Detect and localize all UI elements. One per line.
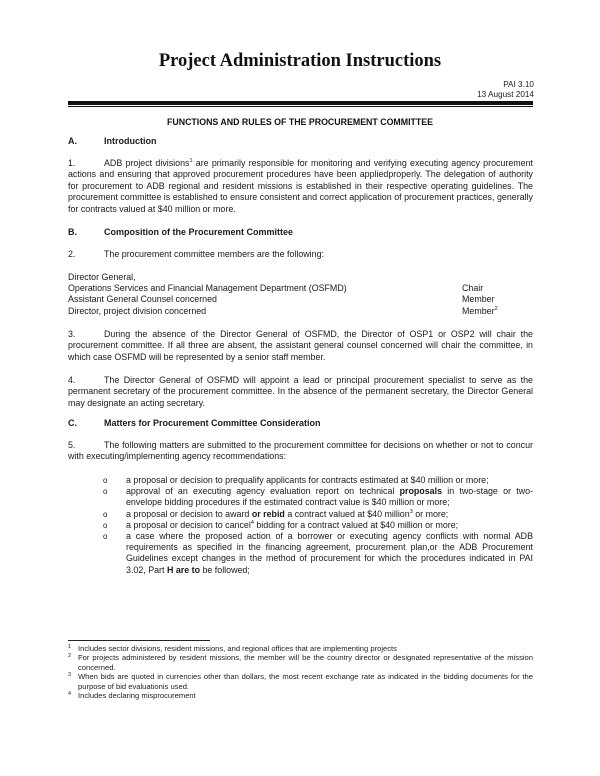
footnote-ref[interactable]: 2 bbox=[494, 305, 498, 312]
members-list: Director General, Operations Services an… bbox=[68, 272, 533, 317]
footnote-text: Includes declaring misprocurement bbox=[78, 691, 196, 701]
footnote-number: 3 bbox=[68, 672, 72, 679]
list-item-text: a proposal or decision to award or rebid… bbox=[126, 508, 449, 519]
section-c-letter: C. bbox=[68, 418, 77, 428]
paragraph-number: 1. bbox=[68, 158, 76, 168]
section-heading: FUNCTIONS AND RULES OF THE PROCUREMENT C… bbox=[166, 117, 434, 127]
list-item-text: a proposal or decision to prequalify app… bbox=[126, 475, 489, 485]
paragraph-number: 5. bbox=[68, 440, 76, 450]
footnote: 1 Includes sector divisions, resident mi… bbox=[68, 644, 533, 653]
member-name: Operations Services and Financial Manage… bbox=[68, 283, 347, 294]
footnote-number: 1 bbox=[68, 644, 72, 650]
footnote-ref[interactable]: 4 bbox=[250, 519, 254, 526]
bullet-circle-icon: o bbox=[103, 476, 108, 485]
list-item: o a proposal or decision to award or reb… bbox=[103, 509, 533, 520]
footnotes: 1 Includes sector divisions, resident mi… bbox=[68, 644, 533, 700]
list-item-text: a proposal or decision to cancel4 biddin… bbox=[126, 519, 459, 530]
paragraph-text: The procurement committee members are th… bbox=[104, 249, 324, 259]
footnote-number: 2 bbox=[68, 653, 72, 660]
footnote: 3 When bids are quoted in currencies oth… bbox=[68, 672, 533, 691]
section-b-heading: B. Composition of the Procurement Commit… bbox=[68, 227, 533, 238]
paragraph-text: are primarily responsible for monitoring… bbox=[68, 158, 533, 214]
bullet-circle-icon: o bbox=[103, 532, 108, 542]
member-role: Member bbox=[462, 294, 495, 305]
header-rule bbox=[68, 101, 533, 107]
footnote-text: For projects administered by resident mi… bbox=[78, 653, 533, 672]
section-c-title: Matters for Procurement Committee Consid… bbox=[104, 418, 321, 428]
member-name: Director, project division concerned bbox=[68, 305, 207, 316]
paragraph-1: 1. ADB project divisions1 are primarily r… bbox=[68, 158, 533, 215]
bullet-circle-icon: o bbox=[103, 487, 108, 497]
section-a-heading: A. Introduction bbox=[68, 136, 533, 147]
list-item-text: a case where the proposed action of a bo… bbox=[126, 531, 533, 575]
bullet-circle-icon: o bbox=[103, 520, 108, 530]
member-name: Assistant General Counsel concerned bbox=[68, 294, 217, 305]
document-meta: PAI 3.10 13 August 2014 bbox=[477, 80, 534, 100]
paragraph-text: During the absence of the Director Gener… bbox=[68, 329, 533, 362]
doc-code: PAI 3.10 bbox=[503, 80, 534, 89]
member-row: Director General, bbox=[68, 272, 533, 283]
paragraph-4: 4.The Director General of OSFMD will app… bbox=[68, 375, 533, 409]
doc-date: 13 August 2014 bbox=[477, 90, 534, 99]
paragraph-number: 2. bbox=[68, 249, 76, 259]
member-row: Director, project division concerned Mem… bbox=[68, 306, 533, 317]
paragraph-number: 4. bbox=[68, 375, 76, 385]
section-b: B. Composition of the Procurement Commit… bbox=[68, 227, 533, 238]
footnote: 2 For projects administered by resident … bbox=[68, 653, 533, 672]
paragraph-number: 3. bbox=[68, 329, 76, 339]
list-item: o a proposal or decision to prequalify a… bbox=[103, 475, 533, 486]
list-item: o approval of an executing agency evalua… bbox=[103, 486, 533, 508]
member-row: Assistant General Counsel concerned Memb… bbox=[68, 294, 533, 305]
list-item: o a proposal or decision to cancel4 bidd… bbox=[103, 520, 533, 531]
paragraph-text: The following matters are submitted to t… bbox=[68, 440, 533, 462]
section-c: C. Matters for Procurement Committee Con… bbox=[68, 418, 533, 429]
document-title: Project Administration Instructions bbox=[158, 51, 442, 71]
matters-list: o a proposal or decision to prequalify a… bbox=[103, 475, 533, 576]
list-item: o a case where the proposed action of a … bbox=[103, 531, 533, 576]
member-name: Director General, bbox=[68, 272, 136, 282]
section-a-letter: A. bbox=[68, 136, 77, 146]
footnote-ref[interactable]: 3 bbox=[409, 508, 413, 515]
footnote-text: When bids are quoted in currencies other… bbox=[78, 672, 533, 691]
section-b-letter: B. bbox=[68, 227, 77, 237]
footnote-number: 4 bbox=[68, 691, 72, 698]
paragraph-3: 3.During the absence of the Director Gen… bbox=[68, 329, 533, 363]
paragraph-5: 5.The following matters are submitted to… bbox=[68, 440, 533, 463]
section-b-title: Composition of the Procurement Committee bbox=[104, 227, 294, 237]
paragraph-text: The Director General of OSFMD will appoi… bbox=[68, 375, 533, 408]
member-row: Operations Services and Financial Manage… bbox=[68, 283, 533, 294]
member-role-text: Member bbox=[462, 305, 495, 316]
member-role: Member2 bbox=[462, 306, 533, 317]
footnote: 4 Includes declaring misprocurement bbox=[68, 691, 533, 700]
section-a-title: Introduction bbox=[104, 136, 157, 146]
footnote-text: Includes sector divisions, resident miss… bbox=[78, 644, 397, 653]
paragraph-2: 2. The procurement committee members are … bbox=[68, 249, 533, 260]
member-role bbox=[462, 272, 533, 283]
list-item-text: approval of an executing agency evaluati… bbox=[126, 486, 533, 508]
section-a: A. Introduction bbox=[68, 136, 533, 147]
footnote-separator bbox=[68, 640, 210, 641]
footnote-ref[interactable]: 1 bbox=[189, 158, 193, 165]
section-c-heading: C. Matters for Procurement Committee Con… bbox=[68, 418, 533, 429]
paragraph-text: ADB project divisions bbox=[104, 158, 190, 168]
bullet-circle-icon: o bbox=[103, 509, 108, 519]
member-role: Chair bbox=[462, 283, 484, 294]
